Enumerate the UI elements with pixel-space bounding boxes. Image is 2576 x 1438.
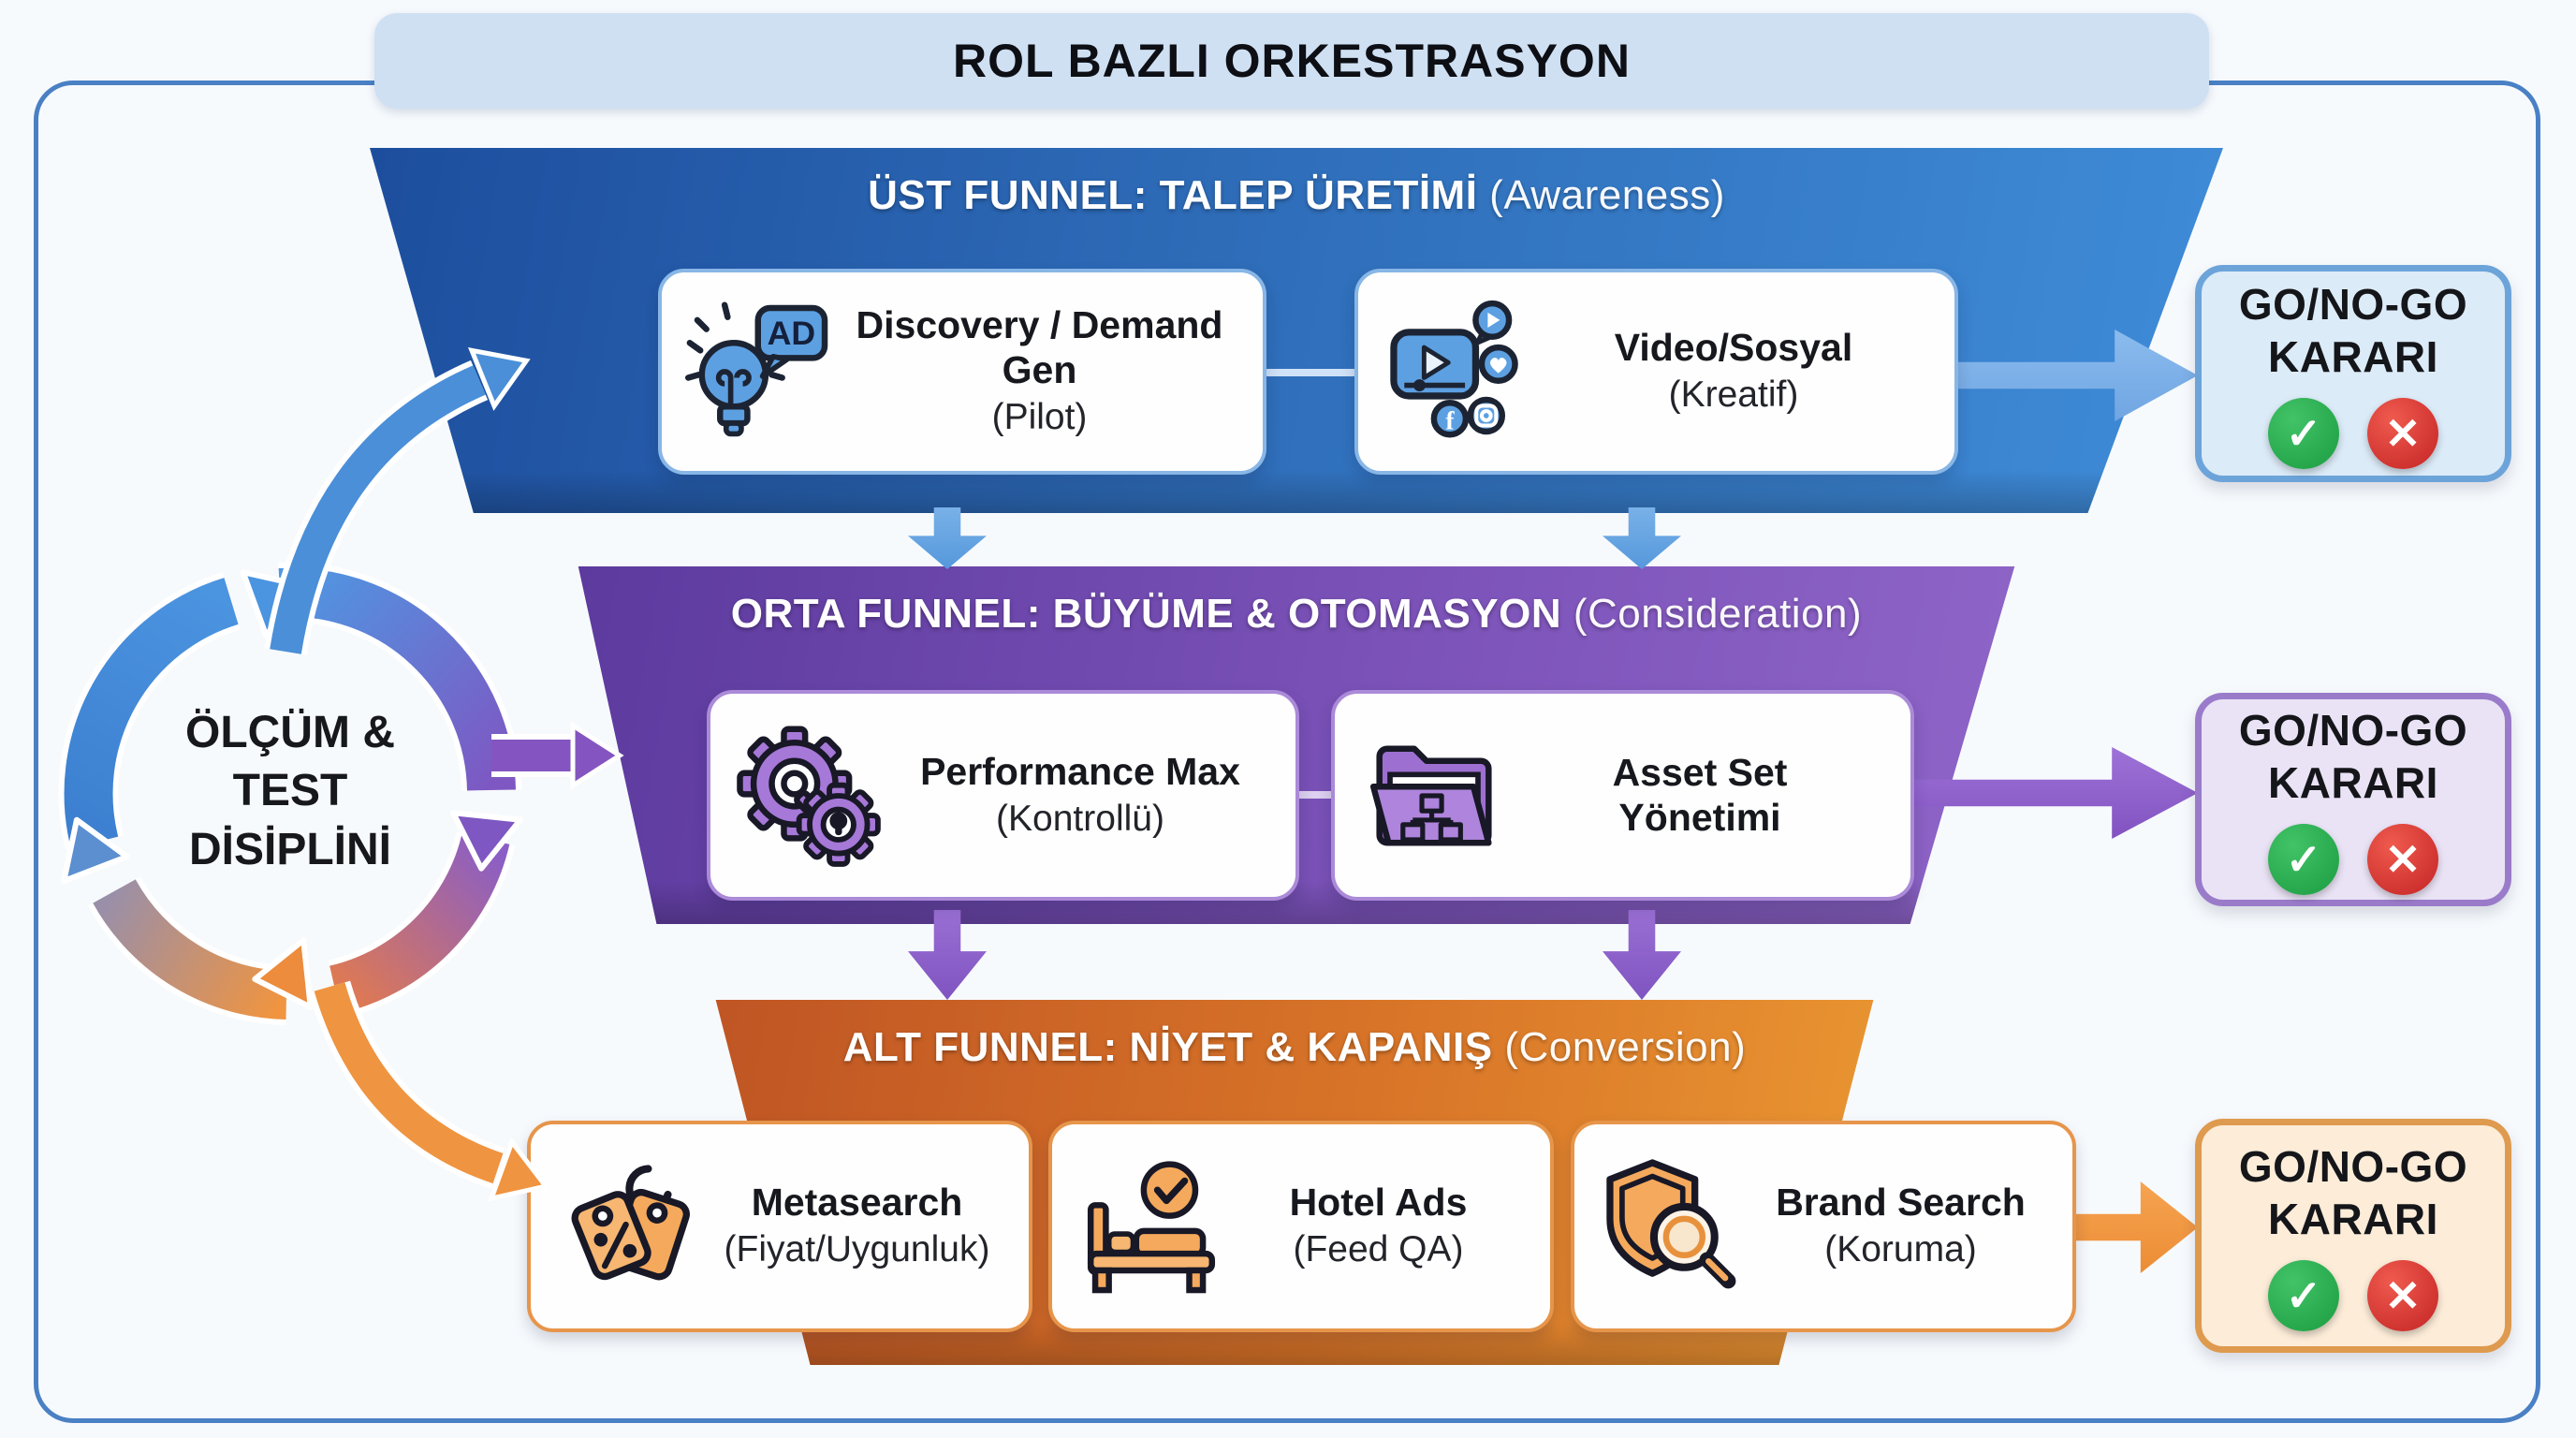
funnel-bottom-title: ALT FUNNEL: NİYET & KAPANIŞ: [842, 1024, 1493, 1070]
decision-top-icons: ✓ ✕: [2268, 398, 2438, 470]
cycle-label-line1: ÖLÇÜM &: [185, 708, 395, 757]
decision-middle-line1: GO/NO-GO: [2238, 705, 2468, 755]
price-tags-icon: [548, 1151, 711, 1302]
x-circle-icon: ✕: [2367, 398, 2438, 470]
check-circle-icon: ✓: [2268, 824, 2339, 896]
card-brand-search: Brand Search (Koruma): [1571, 1121, 2076, 1332]
decision-bottom-line1: GO/NO-GO: [2238, 1141, 2468, 1191]
card-discovery-demand-gen: AD Discovery / Demand Gen (Pilot): [658, 269, 1266, 475]
decision-bottom-icons: ✓ ✕: [2268, 1260, 2438, 1332]
check-circle-icon: ✓: [2268, 1260, 2339, 1332]
card-hotel-ads: Hotel Ads (Feed QA): [1048, 1121, 1554, 1332]
card-pmax-subtitle: (Kontrollü): [996, 798, 1164, 839]
card-video-text: Video/Sosyal (Kreatif): [1539, 326, 1938, 418]
decision-middle-line2: KARARI: [2268, 758, 2438, 807]
card-connector-middle: [1295, 791, 1335, 799]
card-metasearch-subtitle: (Fiyat/Uygunluk): [724, 1229, 990, 1270]
decision-top-line1: GO/NO-GO: [2238, 279, 2468, 329]
svg-text:f: f: [1445, 406, 1455, 435]
cycle-arrowhead-left: [61, 816, 130, 884]
cycle-arrowhead-right: [450, 810, 523, 872]
card-asset-title: Asset Set Yönetimi: [1612, 751, 1788, 839]
funnel-middle-header: ORTA FUNNEL: BÜYÜME & OTOMASYON (Conside…: [578, 591, 2015, 638]
funnel-middle-title: ORTA FUNNEL: BÜYÜME & OTOMASYON: [730, 591, 1562, 637]
card-asset-set: Asset Set Yönetimi: [1331, 690, 1914, 901]
card-brandsearch-title: Brand Search: [1776, 1181, 2026, 1225]
x-circle-icon: ✕: [2367, 1260, 2438, 1332]
x-circle-icon: ✕: [2367, 824, 2438, 896]
card-discovery-text: Discovery / Demand Gen (Pilot): [842, 303, 1246, 439]
decision-bottom-line2: KARARI: [2268, 1195, 2438, 1243]
page-title: ROL BAZLI ORKESTRASYON: [953, 35, 1631, 87]
funnel-top-shade: [370, 470, 2223, 513]
card-pmax-text: Performance Max (Kontrollü): [891, 750, 1279, 842]
funnel-top-note: (Awareness): [1489, 172, 1725, 218]
card-video-sosyal: f Video/Sosyal (Kreatif): [1354, 269, 1958, 475]
card-pmax-title: Performance Max: [920, 749, 1240, 793]
measurement-cycle-graphic: [58, 347, 624, 1202]
card-metasearch: Metasearch (Fiyat/Uygunluk): [527, 1121, 1032, 1332]
cycle-label-line3: DİSİPLİNİ: [188, 824, 392, 874]
card-connector-top: [1264, 369, 1357, 376]
cycle-ring: [58, 562, 521, 1025]
card-performance-max: Performance Max (Kontrollü): [707, 690, 1299, 901]
hotel-bed-icon: [1069, 1151, 1233, 1302]
card-hotelads-subtitle: (Feed QA): [1293, 1229, 1464, 1270]
card-discovery-title: Discovery / Demand Gen: [856, 303, 1223, 391]
card-metasearch-title: Metasearch: [751, 1181, 963, 1225]
funnel-bottom-note: (Conversion): [1504, 1024, 1747, 1070]
arrow-cycle-to-bottom-funnel: [308, 980, 550, 1202]
arrow-cycle-to-middle-funnel: [491, 721, 624, 790]
arrow-cycle-to-top-funnel: [264, 347, 531, 655]
funnel-top-title: ÜST FUNNEL: TALEP ÜRETİMİ: [868, 172, 1478, 218]
card-asset-text: Asset Set Yönetimi: [1515, 751, 1894, 839]
card-brandsearch-subtitle: (Koruma): [1824, 1229, 1977, 1270]
card-video-subtitle: (Kreatif): [1668, 374, 1799, 416]
video-social-icon: f: [1375, 296, 1539, 448]
shield-search-icon: [1591, 1151, 1755, 1302]
card-hotelads-title: Hotel Ads: [1289, 1181, 1468, 1225]
decision-box-bottom: GO/NO-GO KARARI ✓ ✕: [2195, 1119, 2511, 1353]
cycle-arrowhead-bottom: [252, 937, 314, 1010]
decision-middle-icons: ✓ ✕: [2268, 824, 2438, 896]
card-discovery-subtitle: (Pilot): [991, 396, 1088, 437]
card-video-title: Video/Sosyal: [1614, 326, 1853, 370]
gears-icon: [727, 720, 891, 872]
card-hotelads-text: Hotel Ads (Feed QA): [1233, 1181, 1533, 1272]
lightbulb-ad-icon: AD: [679, 296, 842, 448]
card-brandsearch-text: Brand Search (Koruma): [1755, 1181, 2056, 1272]
svg-text:AD: AD: [767, 315, 814, 352]
folder-sitemap-icon: [1352, 720, 1515, 872]
cycle-label-line2: TEST: [232, 766, 348, 816]
card-metasearch-text: Metasearch (Fiyat/Uygunluk): [711, 1181, 1012, 1272]
decision-box-middle: GO/NO-GO KARARI ✓ ✕: [2195, 693, 2511, 906]
decision-box-top: GO/NO-GO KARARI ✓ ✕: [2195, 265, 2511, 482]
decision-top-line2: KARARI: [2268, 332, 2438, 381]
funnel-middle-note: (Consideration): [1573, 591, 1863, 637]
title-bar: ROL BAZLI ORKESTRASYON: [374, 13, 2209, 109]
funnel-top-header: ÜST FUNNEL: TALEP ÜRETİMİ (Awareness): [370, 172, 2223, 219]
cycle-label: ÖLÇÜM & TEST DİSİPLİNİ: [131, 704, 449, 879]
funnel-bottom-header: ALT FUNNEL: NİYET & KAPANIŞ (Conversion): [716, 1024, 1874, 1071]
check-circle-icon: ✓: [2268, 398, 2339, 470]
